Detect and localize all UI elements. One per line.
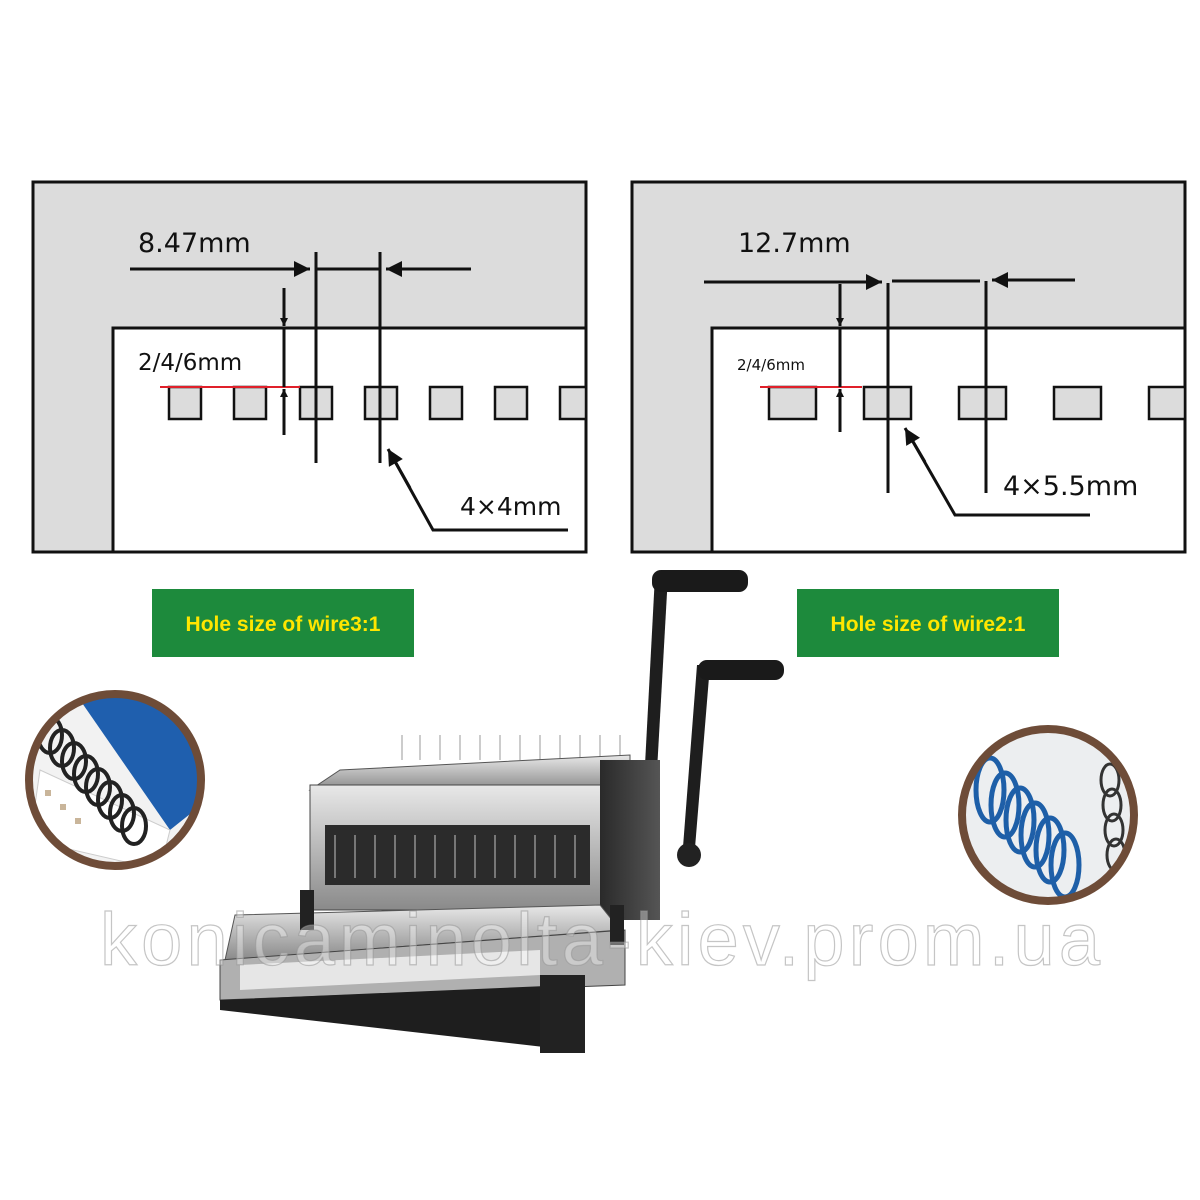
watermark: konicaminolta-kiev.prom.ua xyxy=(100,898,1101,981)
caption-2to1: Hole size of wire2:1 xyxy=(797,589,1059,657)
wire-binding-photo-blue xyxy=(958,725,1138,905)
caption-3to1: Hole size of wire3:1 xyxy=(152,589,414,657)
punch-holes xyxy=(767,385,1187,421)
margin-label: 2/4/6mm xyxy=(138,350,242,376)
hole-diagram-3to1: 8.47mm 2/4/6mm 4×4mm xyxy=(31,180,588,554)
margin-label: 2/4/6mm xyxy=(737,356,805,374)
hole-diagram-2to1: 12.7mm 2/4/6mm 4×5.5mm xyxy=(630,180,1187,554)
pitch-label: 12.7mm xyxy=(738,228,851,259)
binding-machine xyxy=(219,570,784,1053)
caption-text: Hole size of wire2:1 xyxy=(831,613,1026,636)
pitch-label: 8.47mm xyxy=(138,228,251,259)
hole-size-label: 4×5.5mm xyxy=(1003,471,1138,502)
wire-binding-photo-black xyxy=(25,690,205,870)
hole-size-label: 4×4mm xyxy=(460,492,561,521)
caption-text: Hole size of wire3:1 xyxy=(186,613,381,636)
